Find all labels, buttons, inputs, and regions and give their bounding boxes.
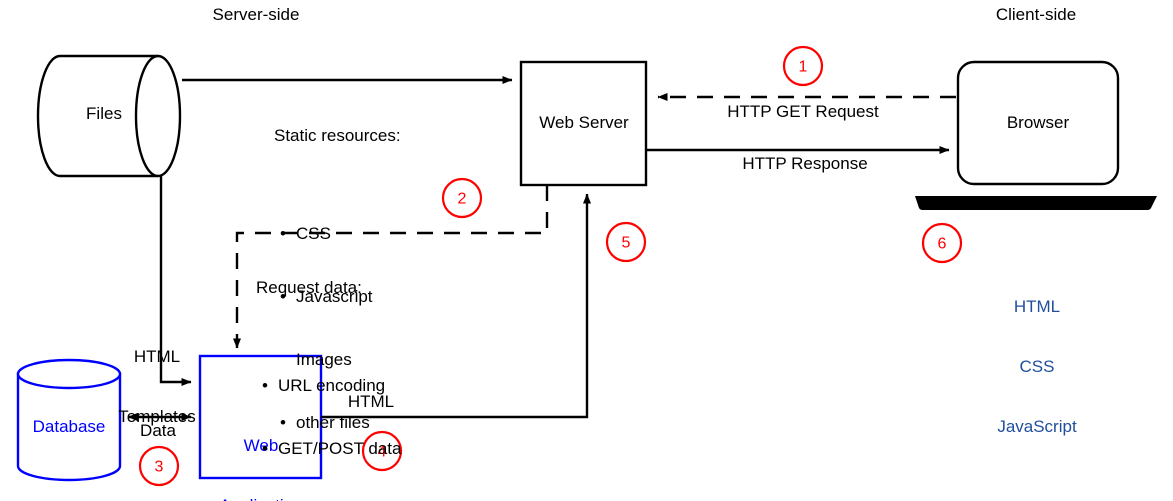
request-data-list: URL encoding GET/POST data Cookies [256, 336, 402, 501]
static-resources-block: Static resources: CSS Javascript Images … [274, 88, 401, 501]
html-templates-label-line2: Templates [118, 407, 196, 427]
request-data-item: URL encoding [262, 373, 401, 398]
http-get-request-label: HTTP GET Request [727, 102, 879, 121]
step-marker-3-label: 3 [155, 459, 164, 476]
static-resources-item: Images [296, 349, 352, 369]
step-marker-3-circle [138, 445, 180, 487]
web-application-label: Web Application [219, 396, 302, 501]
html-edge-label: HTML [347, 392, 395, 411]
http-response-label: HTTP Response [742, 154, 868, 173]
web-server-box-shape [519, 60, 648, 187]
html-templates-label-line1: HTML [133, 347, 181, 367]
browser-label: Browser [1006, 113, 1070, 132]
static-resources-list: CSS Javascript Images other files [274, 184, 401, 473]
step-marker-5-label: 5 [622, 235, 631, 252]
request-data-item: Cookies [262, 499, 401, 501]
static-resources-item: CSS [280, 221, 401, 246]
static-resources-heading: Static resources: [274, 125, 401, 145]
files-cylinder-shape [36, 54, 182, 178]
request-data-block: Request data: URL encoding GET/POST data… [256, 240, 401, 501]
client-stack-labels: HTML CSS JavaScript [997, 257, 1076, 478]
data-edge-label: Data [140, 421, 176, 440]
step-marker-1-label: 1 [799, 59, 808, 76]
browser-box-shape [956, 60, 1120, 186]
step-marker-5-circle [605, 221, 647, 263]
step-marker-2-circle [441, 177, 483, 219]
edge-html-to-web-server [321, 193, 591, 419]
web-application-label-line1: Web [243, 436, 279, 456]
request-data-heading: Request data: [256, 277, 362, 297]
edge-files-to-web-application [159, 176, 192, 386]
database-cylinder-shape [16, 358, 122, 482]
browser-stand-shape [915, 196, 1157, 210]
web-server-label: Web Server [539, 113, 629, 132]
client-stack-html: HTML [1013, 297, 1061, 317]
html-templates-label: HTML Templates [118, 307, 195, 467]
web-application-label-line2: Application [219, 496, 302, 501]
client-stack-css: CSS [1019, 357, 1055, 377]
server-side-title: Server-side [212, 5, 300, 24]
step-marker-1-circle [782, 45, 824, 87]
static-resources-item: other files [280, 410, 401, 435]
step-marker-6-circle [921, 222, 963, 264]
client-side-title: Client-side [995, 5, 1077, 24]
client-stack-javascript: JavaScript [997, 417, 1077, 437]
static-resources-item: Javascript [280, 284, 401, 309]
step-marker-2-label: 2 [458, 191, 467, 208]
request-data-item: GET/POST data [262, 436, 402, 461]
files-label: Files [86, 104, 122, 123]
database-label: Database [32, 417, 106, 436]
step-marker-6-label: 6 [938, 236, 947, 253]
